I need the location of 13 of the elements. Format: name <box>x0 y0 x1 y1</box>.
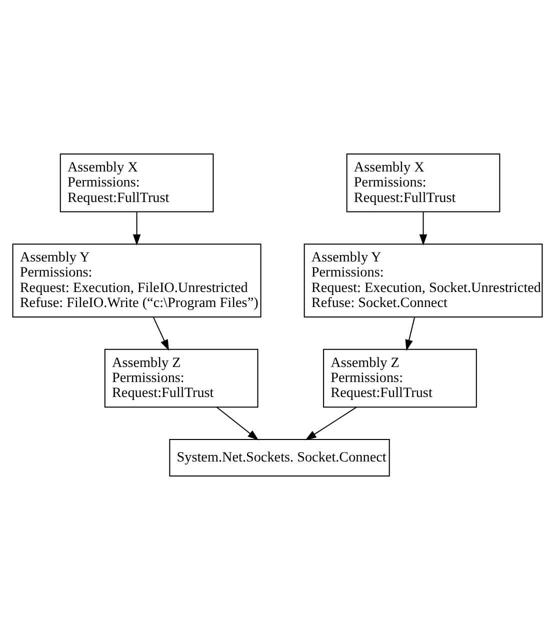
arrow <box>216 406 259 440</box>
arrow <box>405 316 416 350</box>
node-box: Assembly Y Permissions: Request: Execution, FileIO.Unrestricted Refuse: FileIO.Write (“c:\Program Files”) <box>12 243 262 318</box>
node-box: System.Net.Sockets. Socket.Connect <box>169 438 390 476</box>
node-box: Assembly X Permissions: Request:FullTrust <box>60 153 214 212</box>
arrow <box>305 406 357 440</box>
arrow <box>419 211 428 245</box>
node-box: Assembly Z Permissions: Request:FullTrust <box>104 348 258 408</box>
node-box: Assembly Y Permissions: Request: Execution, Socket.Unrestricted Refuse: Socket.Connect <box>304 243 543 318</box>
arrow <box>132 211 141 245</box>
node-box: Assembly Z Permissions: Request:FullTrust <box>323 348 477 408</box>
node-box: Assembly X Permissions: Request:FullTrust <box>346 153 500 212</box>
arrow <box>152 316 169 350</box>
